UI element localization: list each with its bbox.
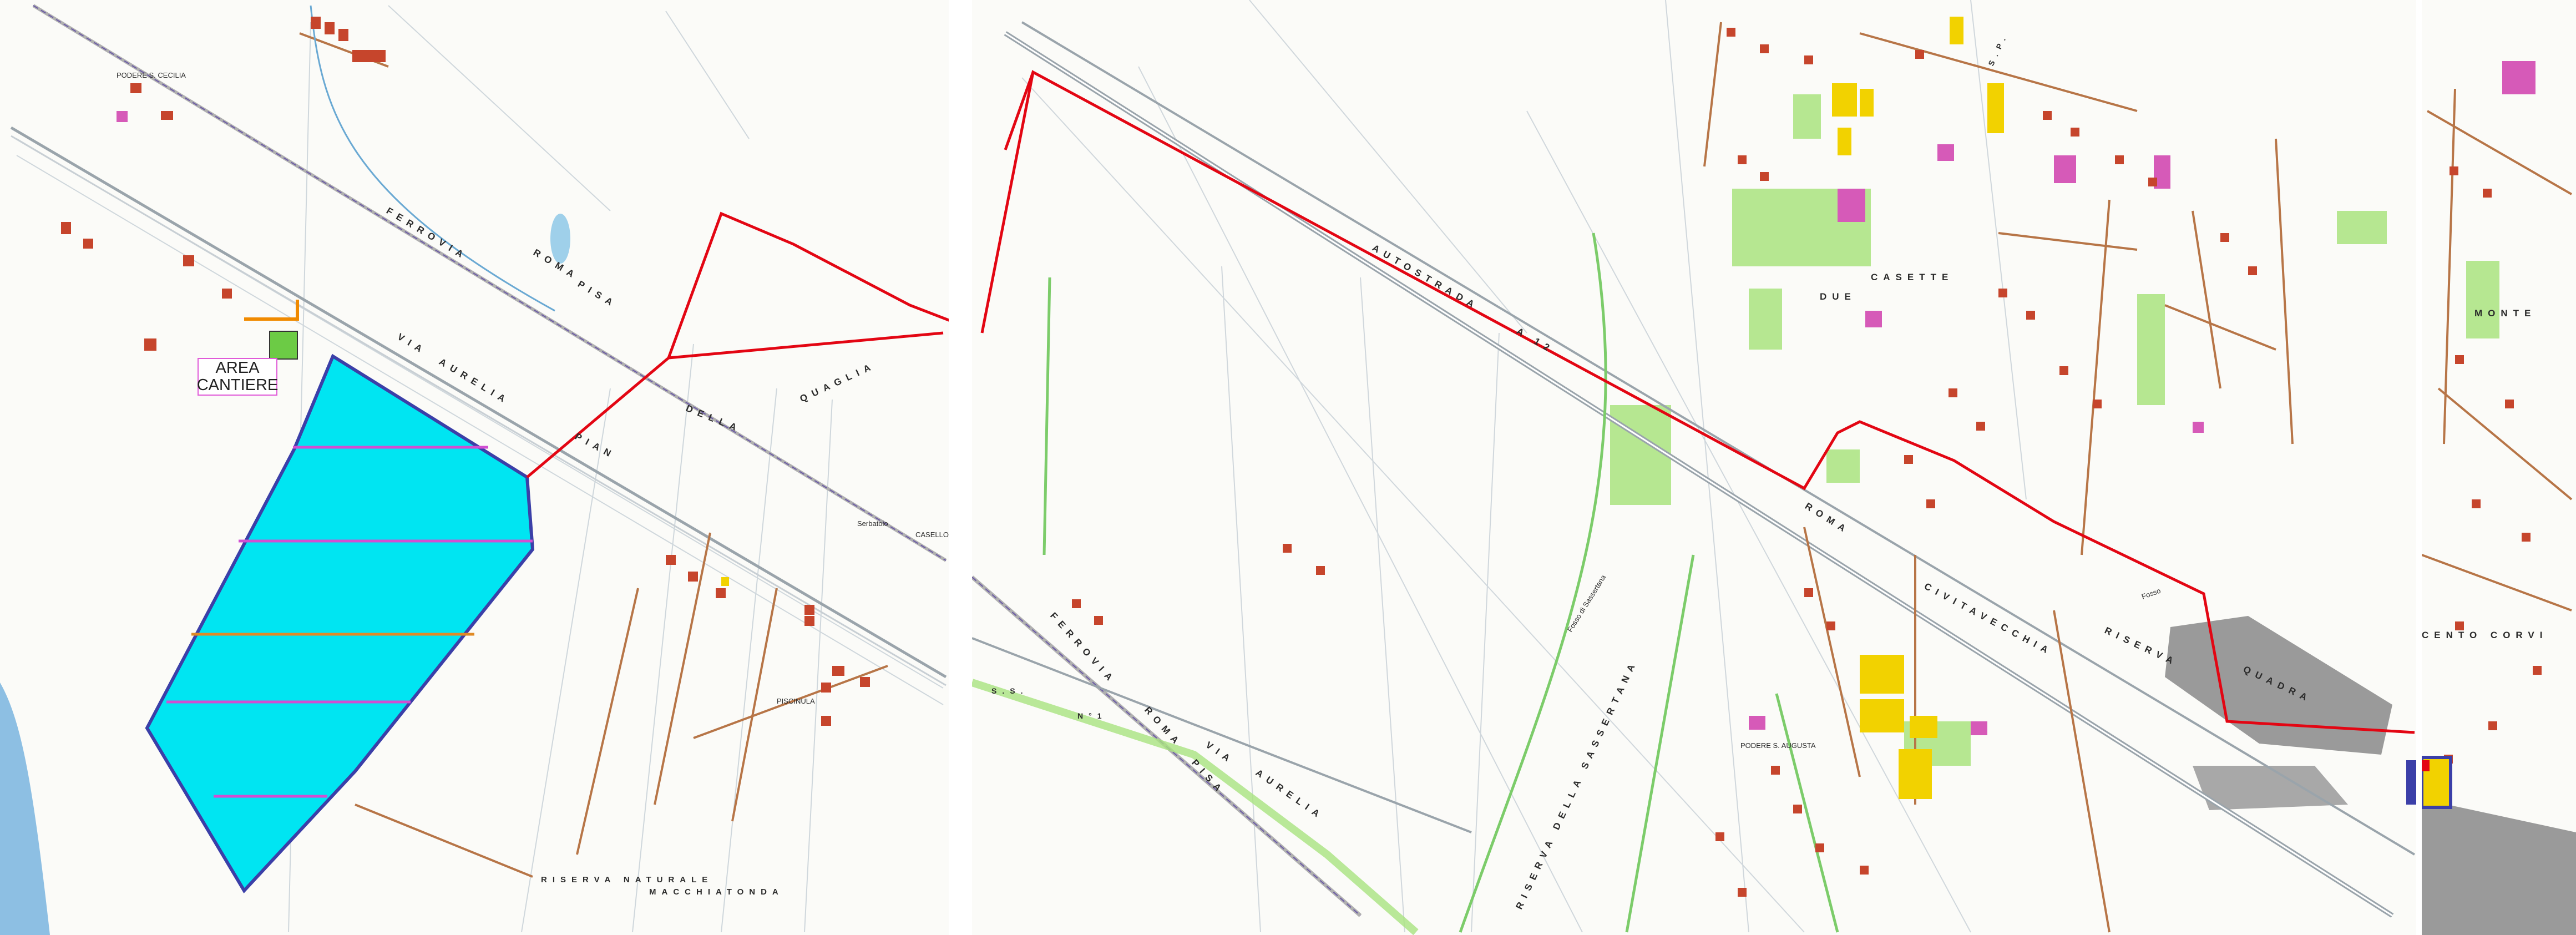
green-canals (1042, 233, 1839, 933)
brown-roads-mid (1703, 22, 2294, 933)
via-aurelia-road (10, 126, 947, 679)
label-riserva-sassertana: RISERVA DELLA SASSERTANA (1514, 658, 1639, 911)
yellow-blocks (1832, 17, 2004, 799)
label-cento-corvi: CENTO CORVI (2422, 630, 2548, 640)
label-roma-mid: ROMA (1803, 501, 1852, 537)
ferrovia-lower (972, 575, 1472, 935)
canal (310, 5, 555, 312)
label-n1: N°1 (1077, 711, 1107, 720)
field-lines-mid (1021, 0, 2027, 933)
label-due: DUE (1820, 291, 1856, 302)
red-route-left (526, 211, 949, 478)
label-pisa: PISA (576, 279, 619, 310)
entrance-green (269, 331, 298, 360)
pink-block-right (2502, 61, 2535, 94)
label-aurelia-mid: AURELIA (1254, 767, 1326, 822)
label-pian: PIAN (573, 431, 618, 462)
endpoint-site (2406, 760, 2416, 805)
label-monte: MONTE (2474, 308, 2536, 319)
map-panel-left: FERROVIA ROMA PISA VIA AURELIA PIAN DELL… (0, 0, 949, 935)
label-via: VIA (396, 331, 429, 357)
label-podere-cecilia: PODERE S. CECILIA (117, 71, 186, 79)
sea-area (0, 683, 50, 935)
label-ferrovia: FERROVIA (384, 205, 470, 262)
buildings-middle (1072, 28, 2257, 897)
label-quaglia: QUAGLIA (798, 360, 878, 405)
label-fosso: Fosso (2140, 587, 2162, 601)
label-fosso-sassertana: Fosso di Sassertana (1566, 573, 1608, 633)
area-label-line1: AREA (215, 359, 260, 377)
label-riserva-naturale: RISERVA NATURALE (541, 875, 713, 885)
label-sp: S.P. (1986, 31, 2010, 67)
map-panel-right: MONTE CENTO CORVI (2422, 0, 2576, 935)
map-panel-middle-svg: AUTOSTRADA A 12 DUE CASETTE ROMA CIVITAV… (972, 0, 2416, 935)
grey-area-right (2422, 799, 2576, 935)
label-civitavecchia: CIVITAVECCHIA (1922, 581, 2054, 658)
red-route-middle (980, 70, 2415, 734)
grey-area (2165, 616, 2392, 755)
pink-blocks (1749, 144, 2204, 735)
panel-gap-1 (949, 0, 972, 935)
autostrada-a12 (1004, 21, 2416, 918)
panel-gap-2 (2416, 0, 2422, 935)
label-serbatoio: Serbatoio (857, 519, 888, 528)
site-polygon (145, 353, 535, 893)
label-della: DELLA (685, 403, 743, 435)
area-label-line2: CANTIERE (196, 376, 279, 394)
pond (550, 214, 570, 264)
map-panel-left-svg: FERROVIA ROMA PISA VIA AURELIA PIAN DELL… (0, 4, 949, 935)
label-macchia-tonda: MACCHIATONDA (649, 887, 784, 897)
label-podere-augusta: PODERE S. AUGUSTA (1740, 741, 1816, 750)
area-cantiere-label: AREA CANTIERE (196, 358, 279, 396)
label-piscinula: PISCINULA (777, 697, 815, 705)
buildings-left (61, 17, 870, 726)
map-panel-right-svg: MONTE CENTO CORVI (2422, 61, 2576, 935)
map-panel-middle: AUTOSTRADA A 12 DUE CASETTE ROMA CIVITAV… (972, 0, 2416, 935)
railway-line (32, 4, 947, 562)
label-casello: CASELLO (915, 530, 949, 539)
label-ss: S.S. (991, 686, 1028, 695)
brown-roads-right (2422, 88, 2573, 611)
buildings-right (2444, 166, 2542, 764)
label-casette: CASETTE (1871, 272, 1953, 282)
